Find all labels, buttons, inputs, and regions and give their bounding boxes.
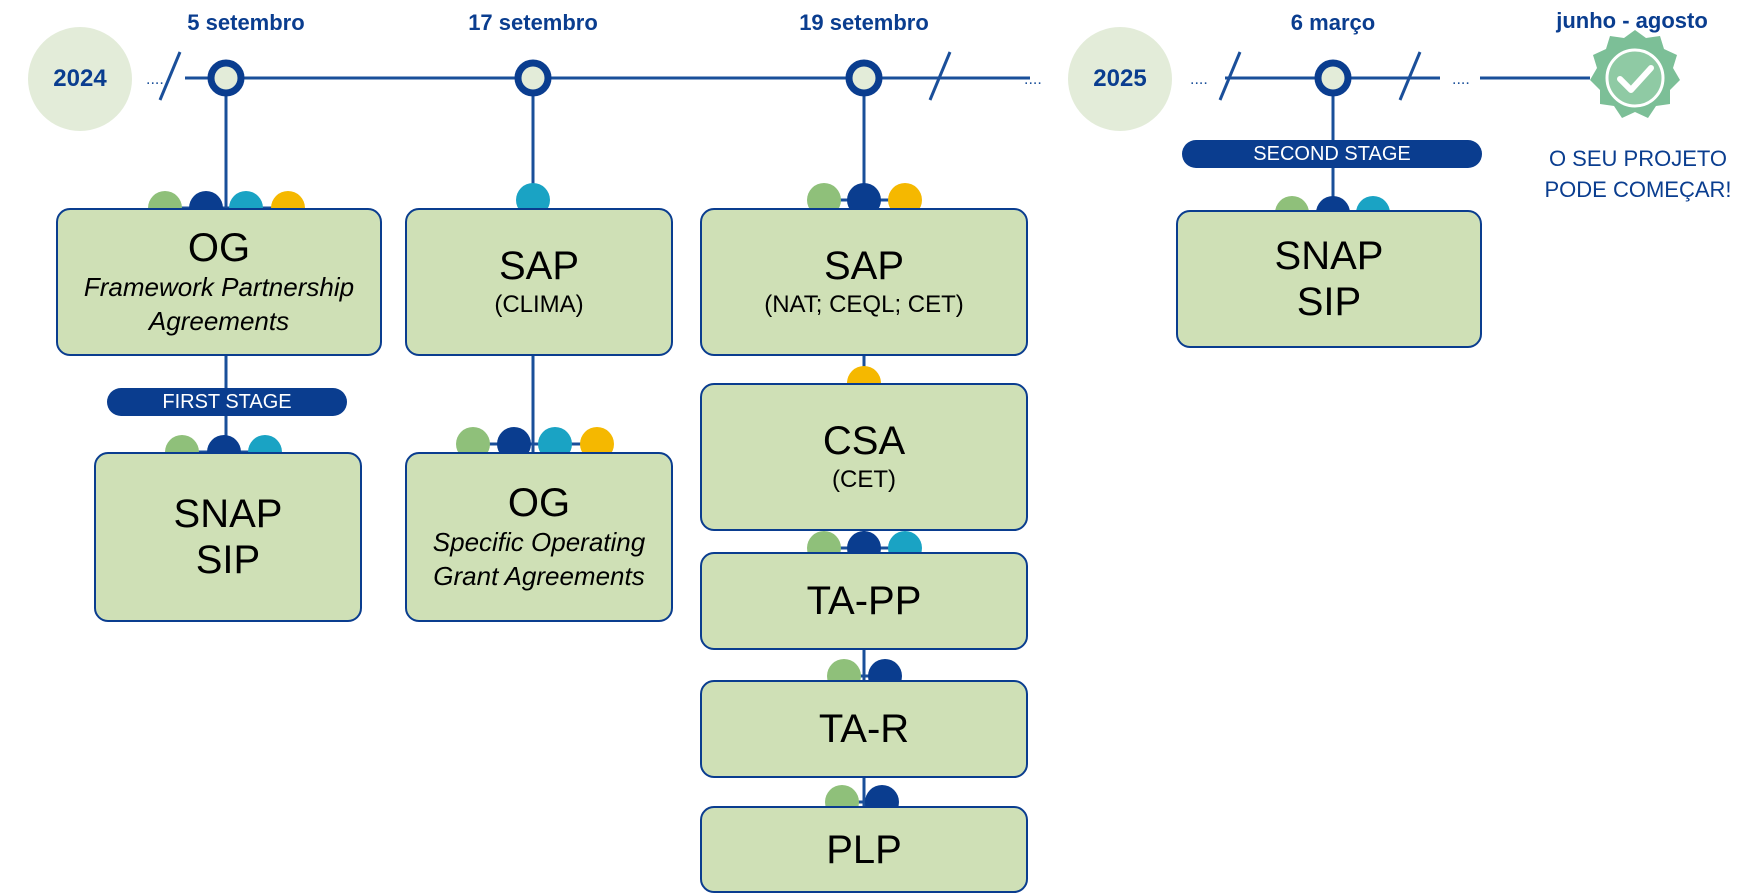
milestone-node-icon: [845, 59, 883, 97]
date-label: 5 setembro: [187, 10, 305, 35]
project-start-message: O SEU PROJETO PODE COMEÇAR!: [1518, 144, 1758, 206]
box-title: CSA: [822, 418, 906, 463]
milestone-node-icon: [514, 59, 552, 97]
box-subtitle: Agreements: [148, 306, 290, 336]
box-title: SNAP: [173, 492, 283, 536]
box-title: OG: [507, 481, 571, 526]
box-title: OG: [187, 226, 251, 271]
year-label: 2024: [53, 65, 107, 92]
check-badge-icon: [1590, 30, 1680, 118]
date-label: junho - agosto: [1556, 8, 1708, 33]
svg-text:....: ....: [1024, 71, 1042, 88]
svg-text:....: ....: [1452, 71, 1470, 88]
svg-text:....: ....: [1190, 71, 1208, 88]
box-subtitle: Specific Operating: [432, 527, 646, 558]
year-2024-circle: 2024: [28, 27, 132, 131]
milestone-node-icon: [1314, 59, 1352, 97]
box-plp: PLP: [700, 806, 1028, 893]
box-title: SAP: [823, 243, 905, 288]
date-label: 6 março: [1290, 10, 1376, 35]
box-csa: CSA (CET): [700, 383, 1028, 531]
box-title: TA-PP: [806, 579, 922, 623]
svg-text:....: ....: [146, 71, 164, 88]
box-title: SIP: [195, 538, 261, 582]
box-ta-pp: TA-PP: [700, 552, 1028, 650]
milestone-node-icon: [207, 59, 245, 97]
date-label: 17 setembro: [468, 10, 598, 35]
box-snap-sip-first: SNAP SIP: [94, 452, 362, 622]
box-ta-r: TA-R: [700, 680, 1028, 778]
second-stage-banner: SECOND STAGE: [1182, 140, 1482, 168]
message-line: PODE COMEÇAR!: [1544, 176, 1732, 202]
box-title: PLP: [826, 827, 902, 872]
year-label: 2025: [1093, 65, 1147, 92]
box-subtitle: (NAT; CEQL; CET): [764, 290, 964, 318]
message-line: O SEU PROJETO: [1548, 146, 1728, 171]
box-subtitle: Framework Partnership: [83, 272, 355, 303]
box-og-specific: OG Specific Operating Grant Agreements: [405, 452, 673, 622]
box-sap-clima: SAP (CLIMA): [405, 208, 673, 356]
box-title: SNAP: [1274, 234, 1384, 278]
box-title: TA-R: [818, 707, 910, 751]
box-og-framework: OG Framework Partnership Agreements: [56, 208, 382, 356]
first-stage-banner: FIRST STAGE: [107, 388, 347, 416]
box-subtitle: (CLIMA): [494, 290, 584, 318]
box-title: SAP: [498, 243, 580, 288]
box-title: SIP: [1296, 280, 1362, 324]
box-subtitle: Grant Agreements: [433, 561, 645, 591]
box-sap-nat: SAP (NAT; CEQL; CET): [700, 208, 1028, 356]
date-label: 19 setembro: [799, 10, 929, 35]
box-snap-sip-second: SNAP SIP: [1176, 210, 1482, 348]
box-subtitle: (CET): [832, 465, 896, 493]
year-2025-circle: 2025: [1068, 27, 1172, 131]
